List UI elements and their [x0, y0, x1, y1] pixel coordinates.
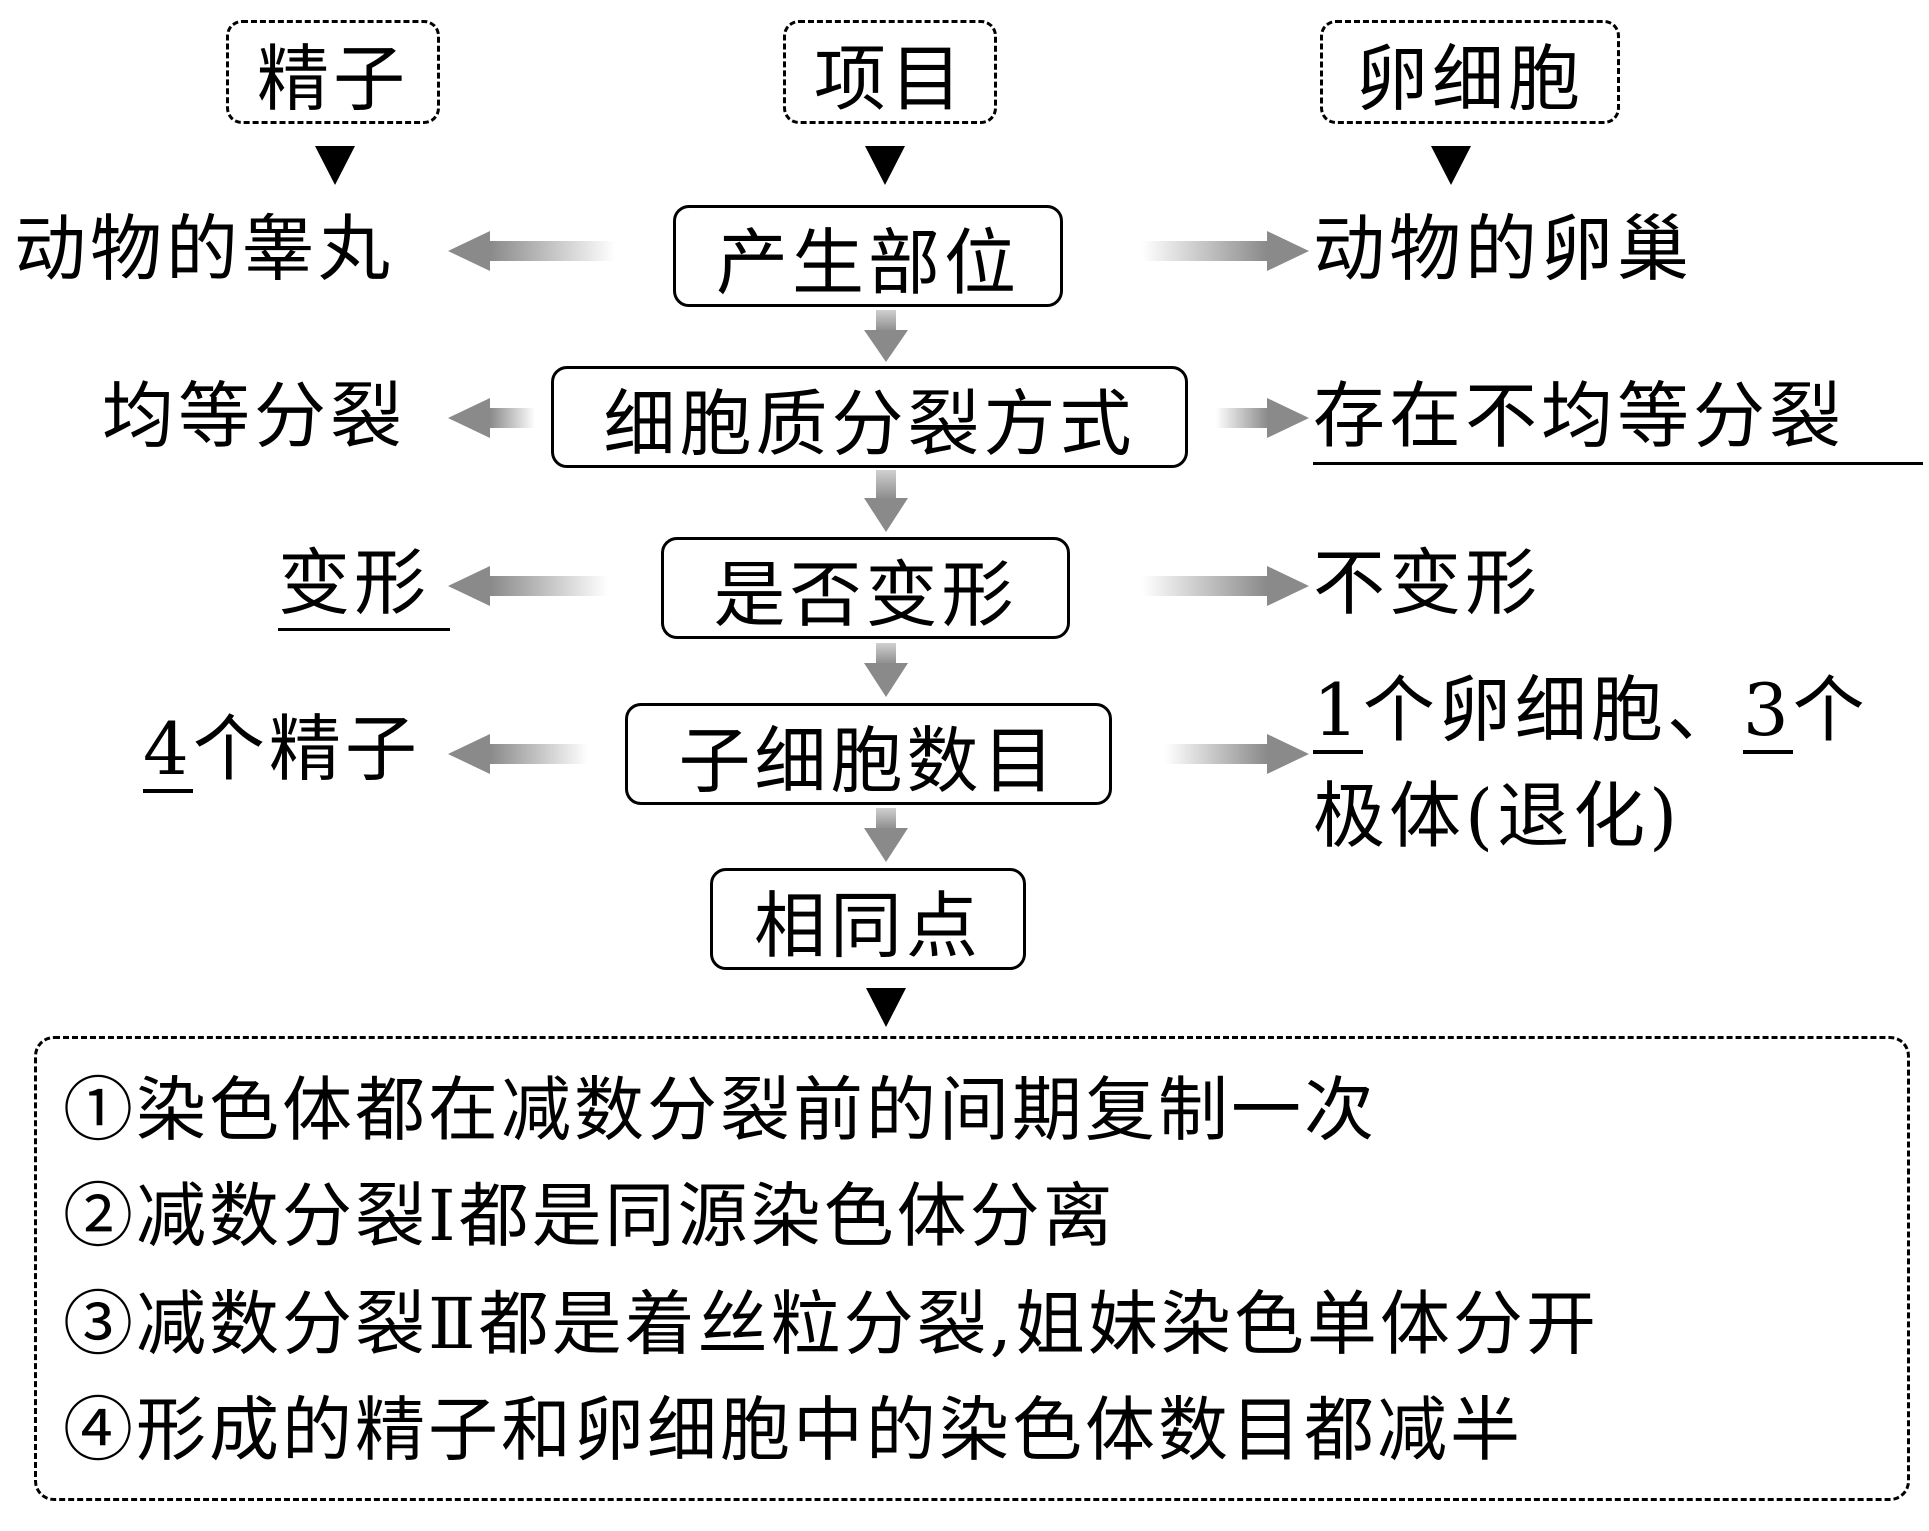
down-arrow-4 [864, 808, 908, 862]
sperm-production-site: 动物的睾丸 [14, 207, 395, 291]
egg-production-site: 动物的卵巢 [1313, 207, 1694, 291]
egg-count-tail: 个 [1792, 668, 1869, 752]
header-right-arrow [1431, 146, 1471, 185]
egg-count-number: 1 [1313, 668, 1363, 754]
egg-cytoplasm-division: 存在不均等分裂 [1313, 374, 1846, 458]
row3-right-arrow [1142, 566, 1309, 606]
egg-deformation: 不变形 [1313, 541, 1542, 625]
common-points-box: ①染色体都在减数分裂前的间期复制一次 ②减数分裂Ⅰ都是同源染色体分离 ③减数分裂… [34, 1036, 1910, 1501]
sperm-deformation: 变形 [278, 541, 431, 625]
sperm-count: 4个精子 [143, 713, 421, 793]
item-production-site: 产生部位 [673, 205, 1063, 307]
row1-right-arrow [1142, 231, 1309, 271]
sperm-deformation-underline [278, 628, 450, 631]
item-cytoplasm-division: 细胞质分裂方式 [551, 366, 1188, 468]
header-sperm: 精子 [226, 20, 440, 124]
row2-right-arrow [1216, 398, 1309, 438]
down-arrow-3 [864, 643, 908, 697]
polar-body-count-number: 3 [1742, 668, 1793, 754]
common-point-1: ①染色体都在减数分裂前的间期复制一次 [63, 1069, 1377, 1151]
header-left-arrow [315, 146, 355, 185]
item-common-points: 相同点 [710, 868, 1026, 970]
header-center-arrow [865, 146, 905, 185]
egg-count-mid: 个卵细胞、 [1362, 668, 1743, 752]
item-daughter-cell-count: 子细胞数目 [625, 703, 1112, 805]
egg-count-line2: 极体(退化) [1313, 774, 1682, 858]
header-egg: 卵细胞 [1320, 20, 1620, 124]
row3-left-arrow [448, 566, 608, 606]
row2-left-arrow [448, 398, 535, 438]
row4-left-arrow [448, 734, 588, 774]
sperm-count-number: 4 [143, 707, 193, 793]
down-arrow-2 [864, 470, 908, 532]
header-item: 项目 [783, 20, 997, 124]
common-arrow [866, 988, 906, 1027]
common-point-2: ②减数分裂Ⅰ都是同源染色体分离 [63, 1175, 1116, 1257]
common-point-4: ④形成的精子和卵细胞中的染色体数目都减半 [63, 1389, 1523, 1471]
sperm-cytoplasm-division: 均等分裂 [102, 374, 407, 458]
item-deformation: 是否变形 [661, 537, 1070, 639]
sperm-count-label: 个精子 [192, 707, 421, 791]
row1-left-arrow [448, 231, 615, 271]
row4-right-arrow [1165, 734, 1309, 774]
egg-cytoplasm-division-underline [1313, 462, 1923, 465]
common-point-3: ③减数分裂Ⅱ都是着丝粒分裂,姐妹染色单体分开 [63, 1283, 1599, 1365]
egg-count-line1: 1个卵细胞、3个 [1313, 674, 1869, 754]
down-arrow-1 [864, 310, 908, 362]
